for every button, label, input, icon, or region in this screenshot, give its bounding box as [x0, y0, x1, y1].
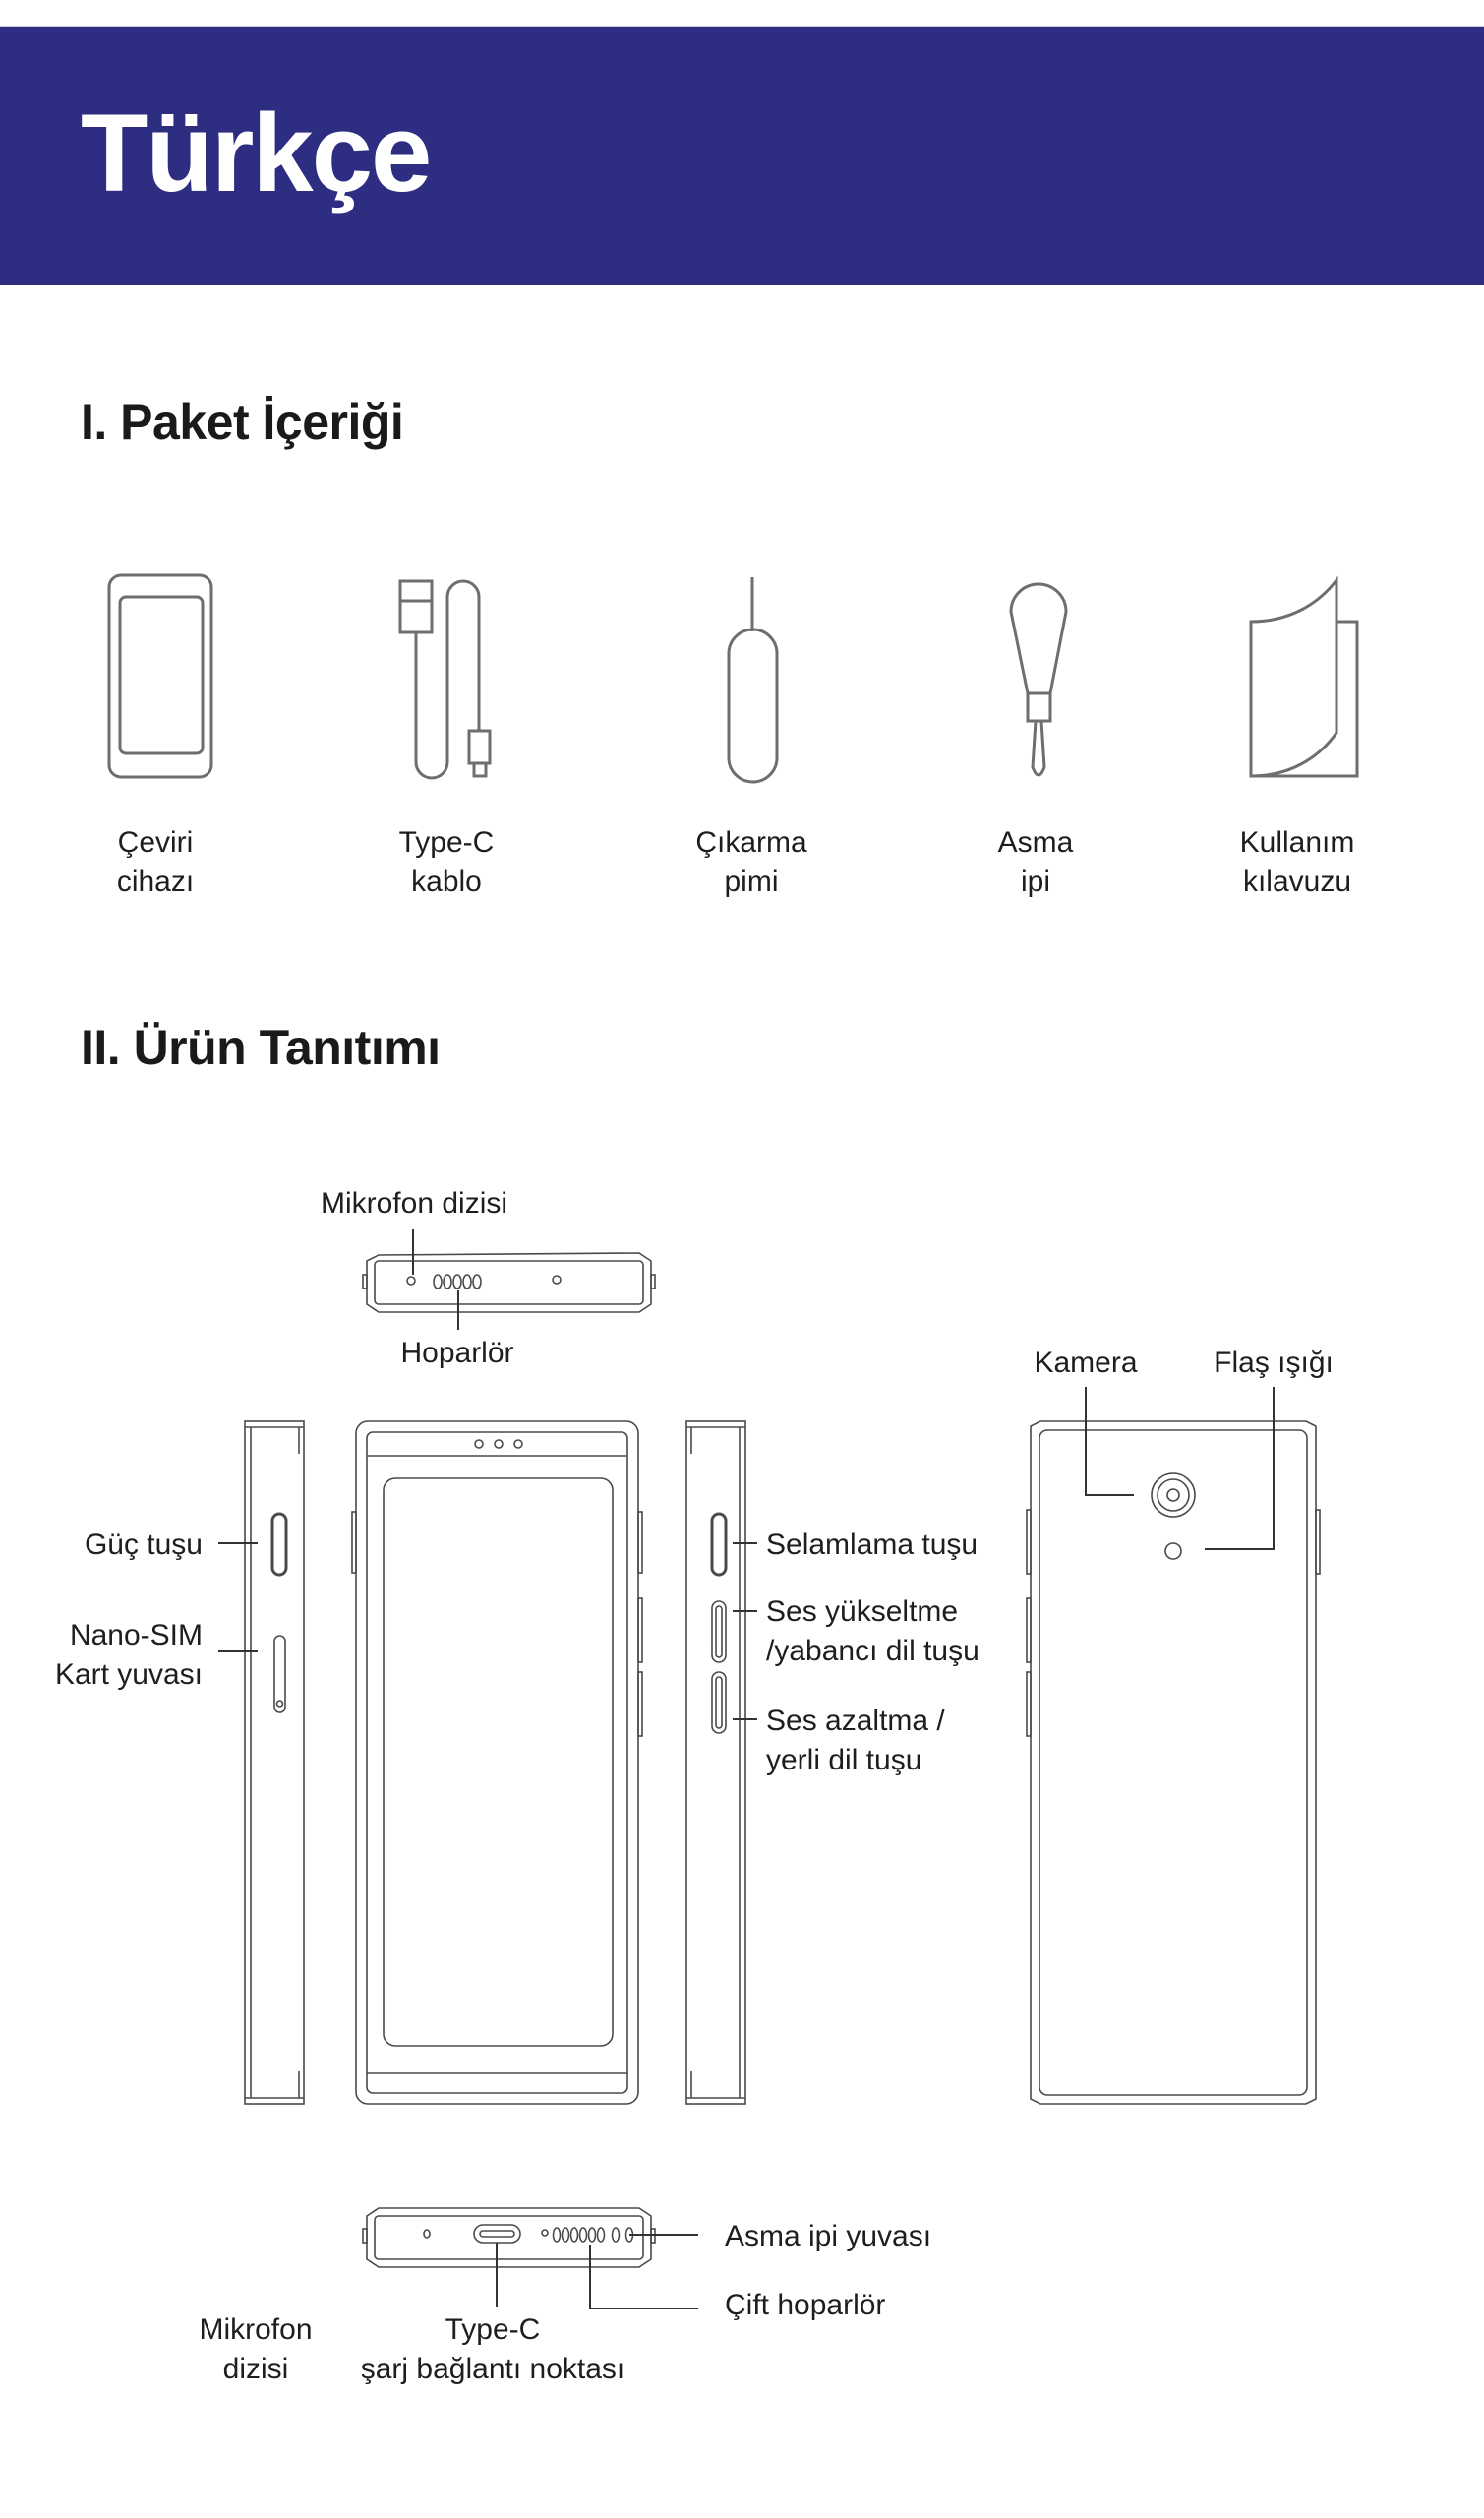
item-label: Type-C: [399, 826, 495, 859]
item-label: cihazı: [117, 866, 194, 898]
device-right-side-view: [685, 1420, 757, 2105]
pin-icon: [727, 577, 779, 784]
label-volume-down: yerli dil tuşu: [766, 1744, 921, 1776]
device-top-view: [362, 1229, 656, 1330]
device-left-side-view: [218, 1420, 305, 2105]
item-label: pimi: [724, 866, 778, 898]
item-label: Çeviri: [118, 826, 194, 859]
device-bottom-view: [362, 2207, 698, 2309]
language-banner: [0, 27, 1484, 285]
label-top-speaker: Hoparlör: [400, 1337, 513, 1369]
label-volume-up: Ses yükseltme: [766, 1595, 958, 1628]
label-power: Güç tuşu: [85, 1529, 203, 1561]
item-label: Kullanım: [1240, 826, 1355, 859]
device-icon: [107, 573, 213, 779]
label-typec: Type-C: [445, 2313, 541, 2346]
label-flash: Flaş ışığı: [1214, 1347, 1334, 1379]
label-bottom-mic: dizisi: [223, 2353, 289, 2385]
item-label: Çıkarma: [695, 826, 807, 859]
manual-icon: [1249, 575, 1359, 778]
item-label: kablo: [411, 866, 482, 898]
label-volume-up: /yabancı dil tuşu: [766, 1635, 979, 1667]
device-front-view: [351, 1420, 643, 2105]
top-divider: [0, 26, 1484, 27]
label-lanyard-hole: Asma ipi yuvası: [725, 2220, 931, 2252]
label-volume-down: Ses azaltma /: [766, 1705, 945, 1737]
cable-icon: [398, 579, 492, 780]
label-sim: Nano-SIM: [70, 1619, 203, 1651]
label-top-mic: Mikrofon dizisi: [321, 1187, 507, 1220]
device-back-view: [1026, 1387, 1321, 2105]
item-label: kılavuzu: [1243, 866, 1351, 898]
section-heading-product: II. Ürün Tanıtımı: [81, 1020, 441, 1075]
label-greet: Selamlama tuşu: [766, 1529, 978, 1561]
lanyard-icon: [1009, 582, 1068, 777]
item-label: Asma: [998, 826, 1074, 859]
label-dual-speaker: Çift hoparlör: [725, 2289, 885, 2321]
label-sim: Kart yuvası: [55, 1658, 203, 1691]
section-heading-package: I. Paket İçeriği: [81, 394, 404, 450]
label-camera: Kamera: [1034, 1347, 1137, 1379]
label-typec: şarj bağlantı noktası: [361, 2353, 625, 2385]
item-label: ipi: [1021, 866, 1050, 898]
page-title: Türkçe: [81, 91, 432, 214]
label-bottom-mic: Mikrofon: [199, 2313, 312, 2346]
